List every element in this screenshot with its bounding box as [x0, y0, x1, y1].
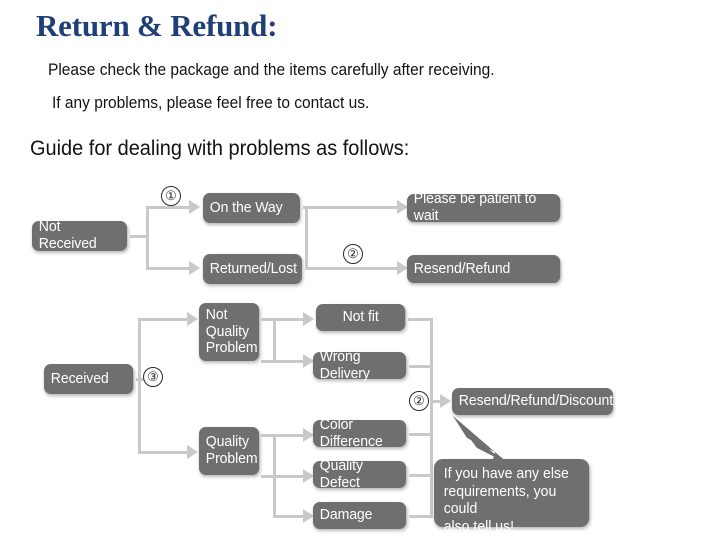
connector-returnedlost-to-resend	[305, 267, 399, 270]
connector-to-returnedlost	[146, 267, 190, 270]
arrow-icon-to-ontheway	[189, 200, 200, 214]
arrow-icon-to-colordifference	[303, 428, 314, 442]
connector-notreceived-bus	[146, 206, 149, 270]
arrow-icon-to-notquality	[187, 312, 198, 326]
connector-colordifference-to-bus	[409, 433, 432, 436]
arrow-icon-to-final-result	[440, 394, 451, 408]
connector-to-notfit	[273, 318, 304, 321]
connector-notquality-out-top	[261, 318, 275, 321]
arrow-icon-to-wrongdelivery	[303, 354, 314, 368]
step-marker-3: ③	[143, 367, 163, 387]
node-quality-problem: Quality Problem	[199, 427, 260, 475]
arrow-icon-to-wait	[397, 200, 408, 214]
arrow-icon-to-notfit	[303, 312, 314, 326]
node-damage: Damage	[313, 502, 407, 529]
connector-quality-out-top	[261, 434, 275, 437]
node-not-received: Not Received	[32, 219, 128, 252]
node-returned-lost: Returned/Lost	[203, 254, 302, 284]
connector-top-vertical-bus	[305, 206, 308, 270]
arrow-icon-to-qualitydefect	[303, 469, 314, 483]
connector-notquality-bus	[273, 318, 276, 363]
step-marker-1: ①	[161, 186, 181, 206]
arrow-icon-to-resend	[397, 261, 408, 275]
step-marker-2-bottom: ②	[409, 391, 429, 411]
intro-line-2: If any problems, please feel free to con…	[52, 94, 370, 112]
node-on-the-way: On the Way	[203, 193, 300, 223]
connector-to-ontheway	[146, 206, 190, 209]
connector-damage-to-bus	[409, 515, 432, 518]
node-not-fit: Not fit	[316, 304, 406, 331]
connector-reasons-collector-bus	[430, 318, 433, 518]
node-not-quality-problem: Not Quality Problem	[199, 303, 260, 361]
guide-heading: Guide for dealing with problems as follo…	[30, 137, 410, 160]
connector-qualitydefect-to-bus	[409, 474, 432, 477]
node-resend-refund-discount: Resend/Refund/Discount	[452, 388, 613, 415]
arrow-icon-to-damage	[303, 509, 314, 523]
arrow-icon-to-quality	[187, 445, 198, 459]
node-please-be-patient: Please be patient to wait	[407, 191, 561, 224]
connector-notreceived-out	[130, 235, 148, 238]
node-wrong-delivery: Wrong Delivery	[313, 349, 407, 382]
connector-received-bus	[138, 318, 141, 454]
page-title: Return & Refund:	[36, 8, 278, 43]
node-resend-refund: Resend/Refund	[407, 255, 561, 283]
connector-notfit-to-bus	[408, 318, 432, 321]
connector-to-quality	[138, 451, 188, 454]
connector-to-colordifference	[273, 434, 304, 437]
connector-wrongdelivery-to-bus	[409, 365, 432, 368]
node-quality-defect: Quality Defect	[313, 458, 407, 491]
node-received: Received	[44, 364, 134, 394]
connector-to-damage	[273, 515, 304, 518]
arrow-icon-to-returnedlost	[189, 261, 200, 275]
callout-extra-requirements: If you have any else requirements, you c…	[434, 459, 590, 535]
connector-received-out	[136, 378, 146, 381]
node-color-difference: Color Difference	[313, 417, 407, 450]
step-marker-2-top: ②	[343, 244, 363, 264]
connector-to-notquality	[138, 318, 188, 321]
intro-line-1: Please check the package and the items c…	[48, 61, 495, 79]
connector-bus-to-result	[430, 400, 442, 403]
callout-tail-icon	[453, 416, 509, 466]
connector-to-qualitydefect	[261, 475, 304, 478]
connector-to-wrongdelivery	[261, 360, 304, 363]
connector-ontheway-to-wait	[303, 206, 399, 209]
